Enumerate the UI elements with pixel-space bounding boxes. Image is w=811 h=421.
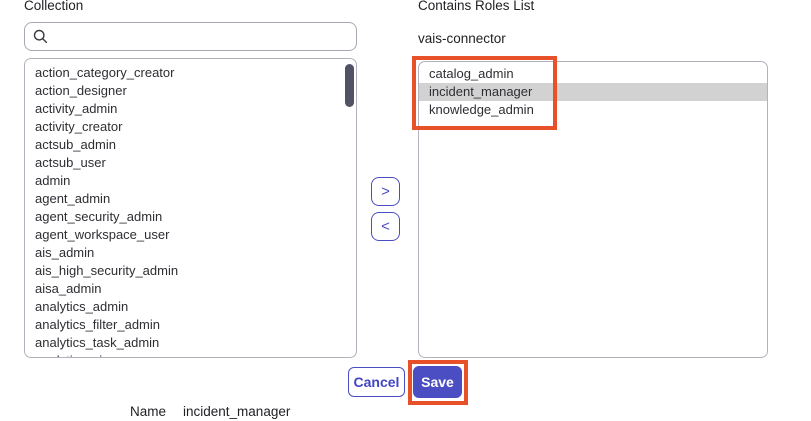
list-item[interactable]: analytics_filter_admin [35,317,161,332]
collection-label: Collection [24,0,84,13]
list-item[interactable]: agent_security_admin [35,209,163,224]
list-item[interactable]: knowledge_admin [429,102,534,117]
list-item[interactable]: aisa_admin [35,281,102,296]
save-button[interactable]: Save [413,366,462,398]
collection-search-box[interactable] [24,22,357,51]
list-item[interactable]: agent_workspace_user [35,227,170,242]
search-icon [33,29,48,44]
list-item[interactable]: actsub_admin [35,137,116,152]
name-label: Name [130,404,167,419]
chevron-right-icon: > [381,183,390,200]
contains-roles-list-label: Contains Roles List [418,0,535,13]
list-item[interactable]: activity_creator [35,119,123,134]
move-right-button[interactable]: > [371,177,400,206]
group-name-label: vais-connector [418,31,506,46]
list-item[interactable]: admin [35,173,71,188]
scrollbar-thumb[interactable] [345,64,354,107]
search-input[interactable] [54,29,356,44]
list-item[interactable]: action_designer [35,83,127,98]
list-item[interactable]: catalog_admin [429,66,514,81]
list-item[interactable]: activity_admin [35,101,118,116]
list-item[interactable]: action_category_creator [35,65,175,80]
list-item[interactable]: actsub_user [35,155,106,170]
cancel-button[interactable]: Cancel [348,367,405,397]
list-item[interactable]: analytics_admin [35,299,129,314]
move-left-button[interactable]: < [371,212,400,241]
list-item[interactable]: analytics_task_admin [35,335,160,350]
name-row: Name incident_manager [130,404,290,419]
list-item[interactable]: analytics_viewer [25,352,356,357]
list-item[interactable]: ais_admin [35,245,95,260]
list-item[interactable]: ais_high_security_admin [35,263,179,278]
contains-roles-list[interactable]: catalog_admin incident_manager knowledge… [418,61,768,358]
name-value: incident_manager [183,404,291,419]
chevron-left-icon: < [381,218,390,235]
collection-list[interactable]: action_category_creator action_designer … [24,58,357,358]
list-item-selected[interactable]: incident_manager [419,83,767,101]
list-item[interactable]: agent_admin [35,191,111,206]
